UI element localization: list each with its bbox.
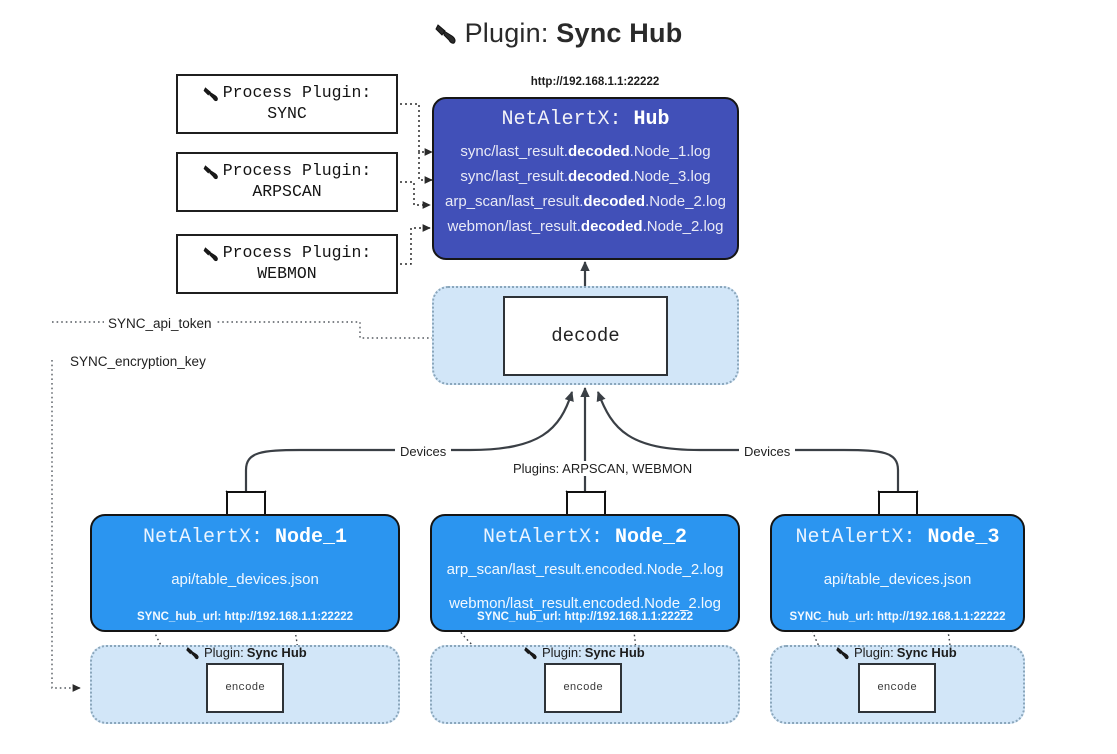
- hub-log-pre: sync/last_result.: [460, 143, 568, 160]
- node-line: api/table_devices.json: [171, 571, 319, 588]
- plug-icon: [203, 247, 218, 262]
- title-name: Sync Hub: [556, 18, 683, 48]
- process-plugin-caption: Process Plugin:: [222, 243, 372, 263]
- plug-icon: [524, 647, 537, 660]
- node-plugin-name: Sync Hub: [246, 645, 307, 660]
- plug-icon: [203, 165, 218, 180]
- process-plugin-webmon[interactable]: Process Plugin: WEBMON: [176, 234, 398, 294]
- node-plugin-prefix: Plugin:: [542, 645, 582, 660]
- process-plugin-name: SYNC: [267, 104, 307, 123]
- sync-encryption-key-label: SYNC_encryption_key: [66, 354, 210, 369]
- hub-log-post: .Node_2.log: [642, 218, 724, 236]
- node-card-node-3[interactable]: NetAlertX: Node_3 api/table_devices.json…: [770, 514, 1025, 632]
- hub-log-pre: sync/last_result.: [460, 168, 568, 186]
- process-plugin-caption-row: Process Plugin:: [203, 161, 372, 182]
- process-plugin-caption-row: Process Plugin:: [203, 243, 372, 264]
- hub-log-strong: decoded: [567, 143, 630, 160]
- node-footer: SYNC_hub_url: http://192.168.1.1:22222: [789, 611, 1006, 623]
- process-plugin-arpscan[interactable]: Process Plugin: ARPSCAN: [176, 152, 398, 212]
- edge-label-devices-left: Devices: [395, 444, 452, 459]
- hub-log-strong: decoded: [567, 168, 630, 186]
- node-title: NetAlertX: Node_1: [92, 526, 398, 549]
- hub-log-post: .Node_3.log: [629, 168, 711, 186]
- node-title: NetAlertX: Node_2: [432, 526, 738, 549]
- hub-title-prefix: NetAlertX:: [501, 108, 634, 131]
- node-plugin-prefix: Plugin:: [854, 645, 894, 660]
- encode-box-1[interactable]: encode: [206, 663, 284, 713]
- node-plugin-name: Sync Hub: [896, 645, 957, 660]
- hub-log-post: .Node_2.log: [645, 193, 726, 211]
- hub-title-name: Hub: [633, 108, 670, 131]
- node-plugin-name: Sync Hub: [584, 645, 645, 660]
- process-plugin-sync[interactable]: Process Plugin: SYNC: [176, 74, 398, 134]
- hub-card[interactable]: NetAlertX: Hub sync/last_result.decoded.…: [432, 97, 739, 260]
- encode-box-3[interactable]: encode: [858, 663, 936, 713]
- process-plugin-caption-row: Process Plugin:: [203, 83, 372, 104]
- node-card-node-2[interactable]: NetAlertX: Node_2 arp_scan/last_result.e…: [430, 514, 740, 632]
- node-title-prefix: NetAlertX:: [482, 526, 615, 549]
- hub-log-post: .Node_1.log: [629, 143, 711, 160]
- node-title-name: Node_3: [927, 526, 1000, 549]
- node-title-prefix: NetAlertX:: [142, 526, 275, 549]
- node-title-prefix: NetAlertX:: [795, 526, 928, 549]
- node-card-node-1[interactable]: NetAlertX: Node_1 api/table_devices.json…: [90, 514, 400, 632]
- title-prefix: Plugin:: [464, 18, 557, 48]
- node-line: webmon/last_result.encoded.Node_2.log: [449, 595, 721, 613]
- plug-icon: [186, 647, 199, 660]
- node-plugin-caption-3: Plugin: Sync Hub: [836, 645, 957, 660]
- edge-label-devices-right: Devices: [739, 444, 796, 459]
- process-plugin-caption: Process Plugin:: [222, 83, 372, 103]
- node-footer: SYNC_hub_url: http://192.168.1.1:22222: [476, 611, 694, 623]
- sync-api-token-label: SYNC_api_token: [104, 316, 216, 331]
- encode-box-2[interactable]: encode: [544, 663, 622, 713]
- edge-label-plugins: Plugins: ARPSCAN, WEBMON: [508, 461, 698, 476]
- hub-log-strong: decoded: [583, 193, 646, 211]
- node-line: arp_scan/last_result.encoded.Node_2.log: [446, 561, 724, 578]
- plug-icon: [203, 87, 218, 102]
- plug-icon: [836, 647, 849, 660]
- hub-log-row: arp_scan/last_result.decoded.Node_2.log: [434, 189, 737, 214]
- node-title: NetAlertX: Node_3: [772, 526, 1023, 549]
- hub-log-pre: webmon/last_result.: [447, 218, 581, 236]
- hub-log-row: sync/last_result.decoded.Node_3.log: [434, 164, 737, 189]
- hub-log-strong: decoded: [580, 218, 643, 236]
- hub-log-pre: arp_scan/last_result.: [445, 193, 584, 211]
- hub-title: NetAlertX: Hub: [434, 108, 737, 131]
- node-line: api/table_devices.json: [823, 571, 972, 588]
- hub-log-row: webmon/last_result.decoded.Node_2.log: [434, 214, 737, 239]
- hub-url-label: http://192.168.1.1:22222: [530, 76, 660, 88]
- hub-log-row: sync/last_result.decoded.Node_1.log: [434, 139, 737, 164]
- node-plugin-prefix: Plugin:: [204, 645, 244, 660]
- node-title-name: Node_1: [275, 526, 348, 549]
- node-footer: SYNC_hub_url: http://192.168.1.1:22222: [136, 611, 354, 623]
- decode-box[interactable]: decode: [503, 296, 668, 376]
- process-plugin-caption: Process Plugin:: [222, 161, 372, 181]
- node-plugin-caption-1: Plugin: Sync Hub: [186, 645, 307, 660]
- page-title: Plugin: Sync Hub: [0, 18, 1117, 49]
- process-plugin-name: ARPSCAN: [252, 182, 322, 201]
- node-title-name: Node_2: [615, 526, 688, 549]
- process-plugin-name: WEBMON: [257, 264, 317, 283]
- node-plugin-caption-2: Plugin: Sync Hub: [524, 645, 645, 660]
- plug-icon: [434, 24, 456, 44]
